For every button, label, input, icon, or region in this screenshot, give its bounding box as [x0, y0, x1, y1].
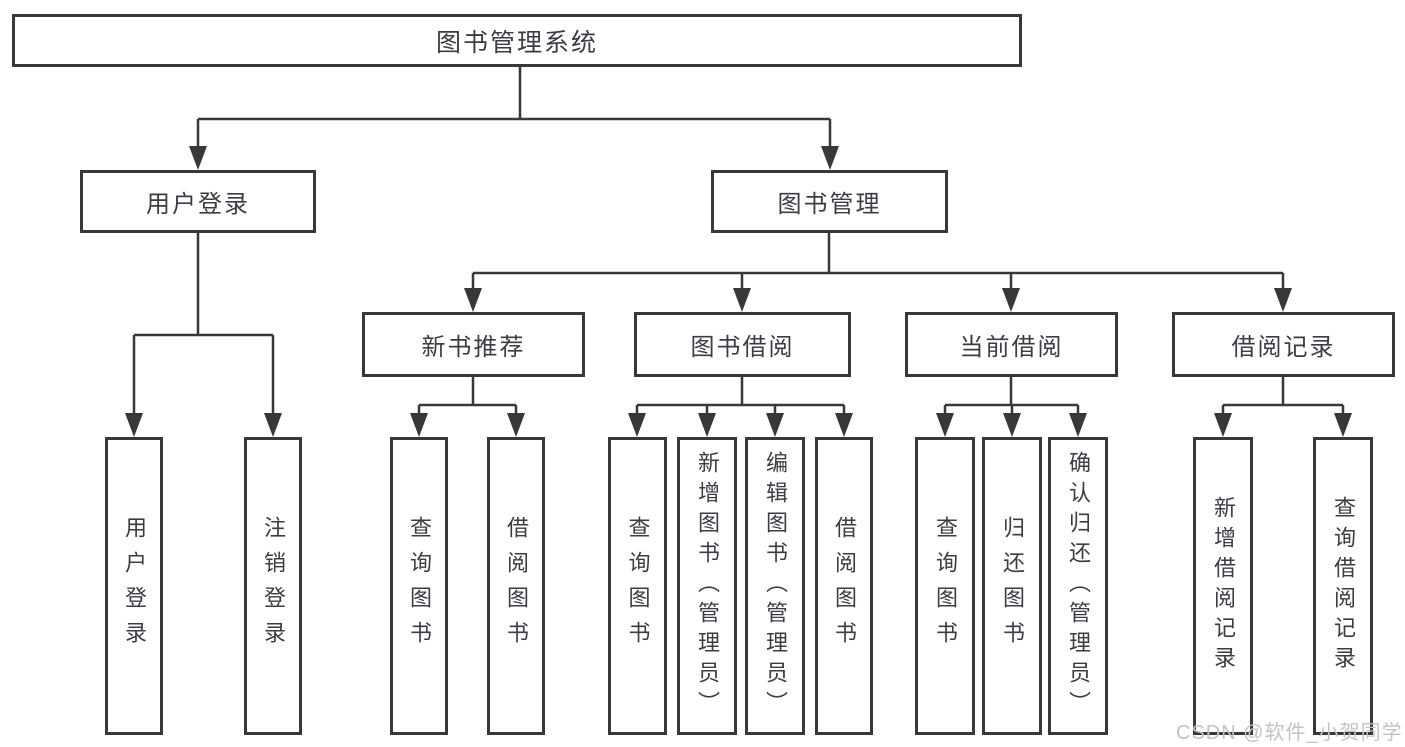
leaf-confirm-return-admin: 确认归还（管理员）: [1048, 437, 1108, 735]
arrowheads: [125, 146, 1352, 437]
node-user-login: 用户登录: [80, 170, 316, 233]
node-label: 归还图书: [1000, 516, 1025, 656]
node-new-book-recommendation: 新书推荐: [362, 312, 585, 377]
node-book-borrowing: 图书借阅: [634, 312, 851, 377]
node-label: 查询图书: [407, 516, 432, 656]
node-library-management-system: 图书管理系统: [12, 14, 1022, 67]
connector-wires: [132, 67, 1345, 417]
leaf-borrowing-query-books: 查询图书: [608, 437, 667, 735]
node-current-borrowing: 当前借阅: [905, 312, 1118, 377]
leaf-query-borrow-record: 查询借阅记录: [1313, 437, 1373, 735]
node-label: 新书推荐: [421, 334, 526, 361]
csdn-watermark: CSDN @软件_小贺同学: [1176, 722, 1403, 744]
node-label: 借阅图书: [832, 516, 857, 656]
leaf-current-query-books: 查询图书: [915, 437, 975, 735]
node-label: 注销登录: [261, 516, 286, 656]
leaf-edit-books-admin: 编辑图书（管理员）: [745, 437, 805, 735]
leaf-return-books: 归还图书: [982, 437, 1042, 735]
node-label: 图书借阅: [690, 334, 795, 361]
node-label: 图书管理: [777, 191, 882, 218]
node-book-management: 图书管理: [711, 170, 948, 233]
node-label: 新增图书（管理员）: [695, 451, 720, 721]
leaf-logout: 注销登录: [244, 437, 302, 735]
node-label: 借阅记录: [1231, 334, 1336, 361]
leaf-borrowing-borrow-books: 借阅图书: [815, 437, 873, 735]
node-label: 借阅图书: [504, 516, 529, 656]
node-label: 查询图书: [625, 516, 651, 656]
node-label: 查询图书: [933, 516, 958, 656]
node-borrowing-records: 借阅记录: [1172, 312, 1395, 377]
leaf-recommend-query-books: 查询图书: [390, 437, 448, 735]
node-label: 用户登录: [146, 191, 250, 218]
leaf-add-borrow-record: 新增借阅记录: [1193, 437, 1253, 735]
node-label: 查询借阅记录: [1331, 496, 1356, 676]
leaf-add-books-admin: 新增图书（管理员）: [677, 437, 737, 735]
leaf-user-login: 用户登录: [105, 437, 163, 735]
node-label: 图书管理系统: [435, 28, 598, 57]
node-label: 用户登录: [122, 516, 147, 656]
node-label: 新增借阅记录: [1211, 496, 1236, 676]
node-label: 编辑图书（管理员）: [763, 451, 788, 721]
leaf-recommend-borrow-books: 借阅图书: [487, 437, 545, 735]
node-label: 确认归还（管理员）: [1066, 451, 1091, 721]
node-label: 当前借阅: [959, 334, 1064, 361]
